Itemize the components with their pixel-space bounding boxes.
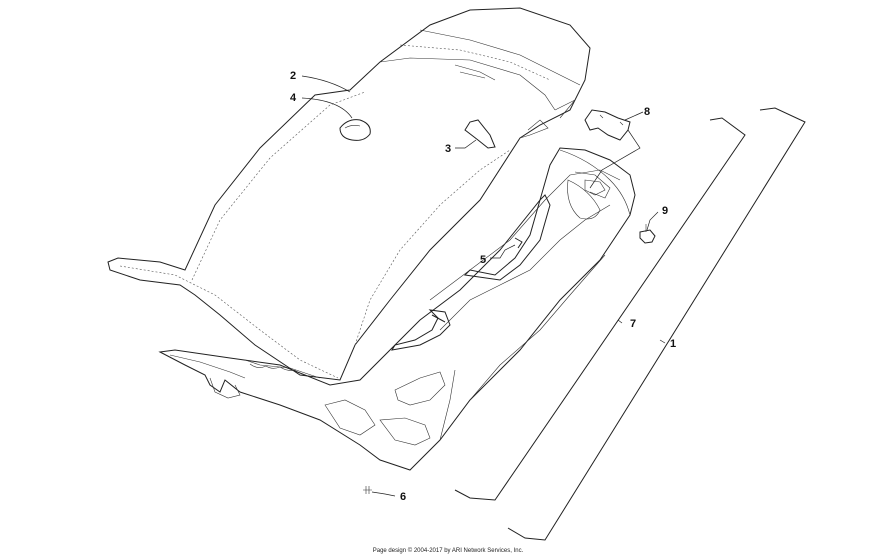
bracket-1 bbox=[507, 107, 806, 541]
seat-cushion bbox=[107, 7, 591, 381]
part-9-fastener bbox=[639, 229, 656, 244]
part-5-strap-lower bbox=[391, 309, 451, 351]
copyright-footer: Page design © 2004-2017 by ARI Network S… bbox=[372, 548, 524, 554]
callout-4: 4 bbox=[290, 92, 297, 104]
seat-base bbox=[158, 147, 636, 471]
part-5-strap bbox=[463, 194, 551, 281]
callout-9: 9 bbox=[662, 205, 668, 217]
callout-2: 2 bbox=[290, 70, 296, 82]
callout-5: 5 bbox=[480, 254, 486, 266]
callout-8: 8 bbox=[644, 106, 650, 118]
bracket-7 bbox=[454, 117, 746, 501]
callout-7: 7 bbox=[630, 318, 636, 330]
part-4-grommet bbox=[339, 119, 371, 141]
callout-6: 6 bbox=[400, 491, 406, 503]
callout-3: 3 bbox=[445, 143, 451, 155]
part-8-bracket bbox=[584, 109, 631, 141]
part-6-clip bbox=[363, 486, 372, 494]
part-3-tab bbox=[464, 119, 496, 149]
callout-1: 1 bbox=[670, 338, 676, 350]
